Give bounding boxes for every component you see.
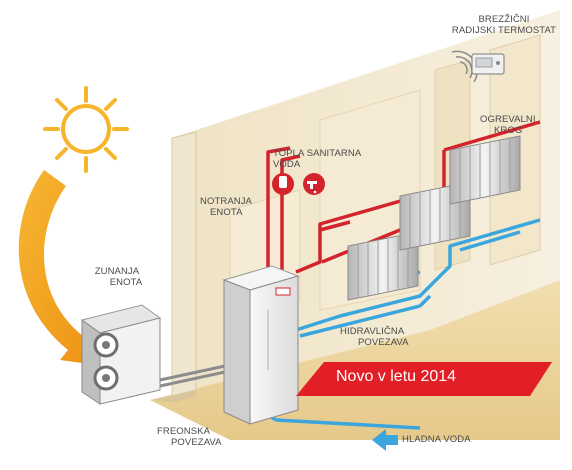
cold-water-arrow-icon xyxy=(372,429,398,451)
sun-icon xyxy=(43,86,129,173)
heat-pump-outdoor-unit xyxy=(80,304,162,405)
radiator xyxy=(449,135,521,205)
promo-banner xyxy=(296,362,552,396)
thermostat xyxy=(471,53,505,75)
promo-banner-text: Novo v letu 2014 xyxy=(336,368,457,385)
freon-pipes xyxy=(159,364,226,388)
cold-water-label: HLADNA VODA xyxy=(402,434,471,445)
tap-icon xyxy=(303,173,325,195)
water-tank-icon xyxy=(272,173,294,195)
indoor-unit xyxy=(222,265,300,425)
curved-arrow-icon xyxy=(18,170,104,366)
